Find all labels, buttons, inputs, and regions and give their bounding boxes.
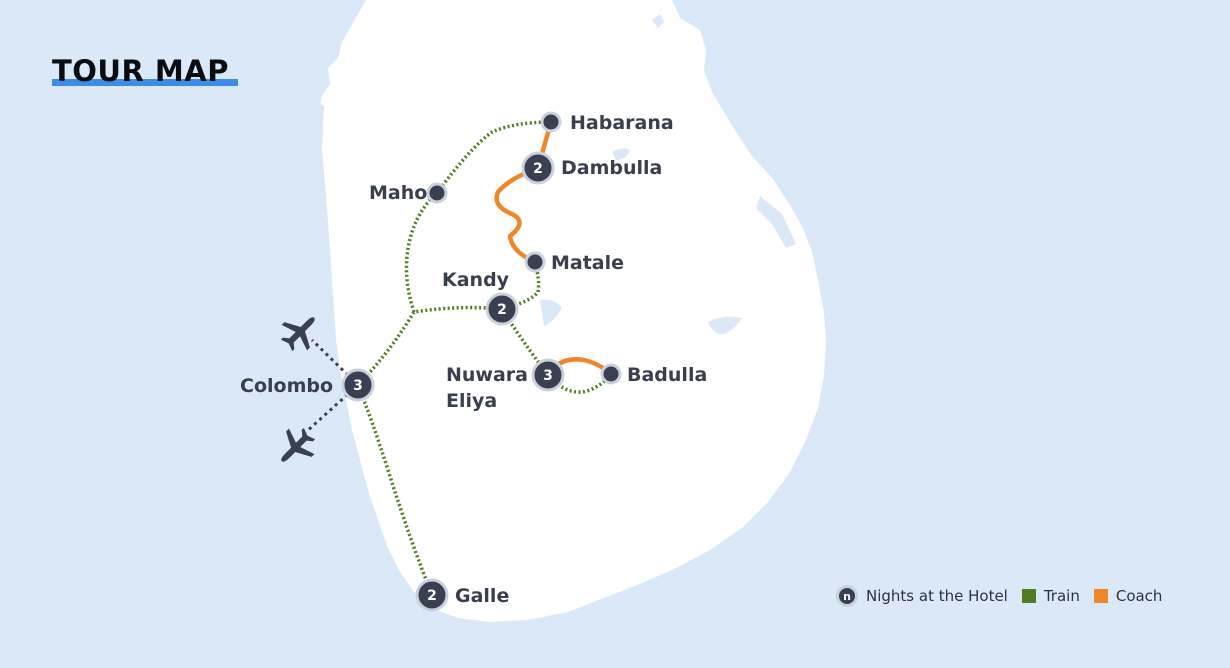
dambulla-label: Dambulla [561, 157, 662, 179]
colombo-nights-badge: 3 [341, 368, 375, 402]
title-underline [52, 79, 238, 86]
badulla-marker [600, 363, 622, 385]
legend-coach-label: Coach [1115, 587, 1163, 605]
nuwara-eliya-nights-badge: 3 [531, 358, 565, 392]
nuwara-eliya-nights: 3 [543, 368, 553, 384]
galle-label: Galle [455, 585, 509, 607]
galle-nights: 2 [427, 588, 437, 604]
legend-item-nights: n Nights at the Hotel [836, 585, 1008, 607]
badulla-label: Badulla [627, 364, 707, 386]
colombo-label: Colombo [240, 375, 333, 397]
matale-marker [524, 251, 546, 273]
stop-markers [426, 111, 622, 385]
sri-lanka-landmass [318, 0, 826, 622]
train-route-maho-habarana [435, 120, 552, 195]
colombo-nights: 3 [353, 378, 363, 394]
legend-train-label: Train [1043, 587, 1080, 605]
kandy-nights: 2 [497, 302, 507, 318]
habarana-marker [540, 111, 562, 133]
title-block: TOUR MAP [52, 54, 238, 88]
matale-label: Matale [551, 252, 624, 274]
page-title: TOUR MAP [52, 54, 229, 88]
legend-nights-badge: n [836, 585, 858, 607]
lagoon [652, 14, 664, 28]
flight-route-departure [304, 383, 360, 434]
nuwara-eliya-label-line2: Eliya [446, 390, 497, 412]
legend-train-swatch [1021, 589, 1036, 603]
legend-nights-label: Nights at the Hotel [866, 587, 1008, 605]
lagoon [756, 196, 796, 248]
train-route-colombo-kandy [356, 305, 503, 387]
legend-item-train: Train [1021, 587, 1080, 605]
dambulla-nights: 2 [533, 161, 543, 177]
lake [708, 316, 742, 335]
habarana-label: Habarana [570, 112, 674, 134]
train-route-colombo-galle [356, 384, 434, 596]
airplane-icon [280, 317, 315, 352]
lake [612, 148, 630, 160]
flight-routes [304, 338, 360, 434]
legend-coach-swatch [1093, 589, 1108, 603]
kandy-label: Kandy [442, 269, 510, 291]
kandy-nights-badge: 2 [485, 292, 519, 326]
legend: n Nights at the Hotel Train Coach [836, 585, 1176, 607]
lake [540, 299, 562, 326]
maho-marker [426, 182, 448, 204]
lagoon [312, 98, 324, 150]
legend-item-coach: Coach [1093, 587, 1163, 605]
coach-route-dambulla-matale [494, 165, 541, 265]
maho-label: Maho [369, 182, 427, 204]
airplane-icon [281, 427, 316, 462]
nuwara-eliya-label-line1: Nuwara [446, 364, 528, 386]
dambulla-nights-badge: 2 [521, 151, 555, 185]
train-route-junction-maho [404, 191, 439, 313]
galle-nights-badge: 2 [415, 578, 449, 612]
